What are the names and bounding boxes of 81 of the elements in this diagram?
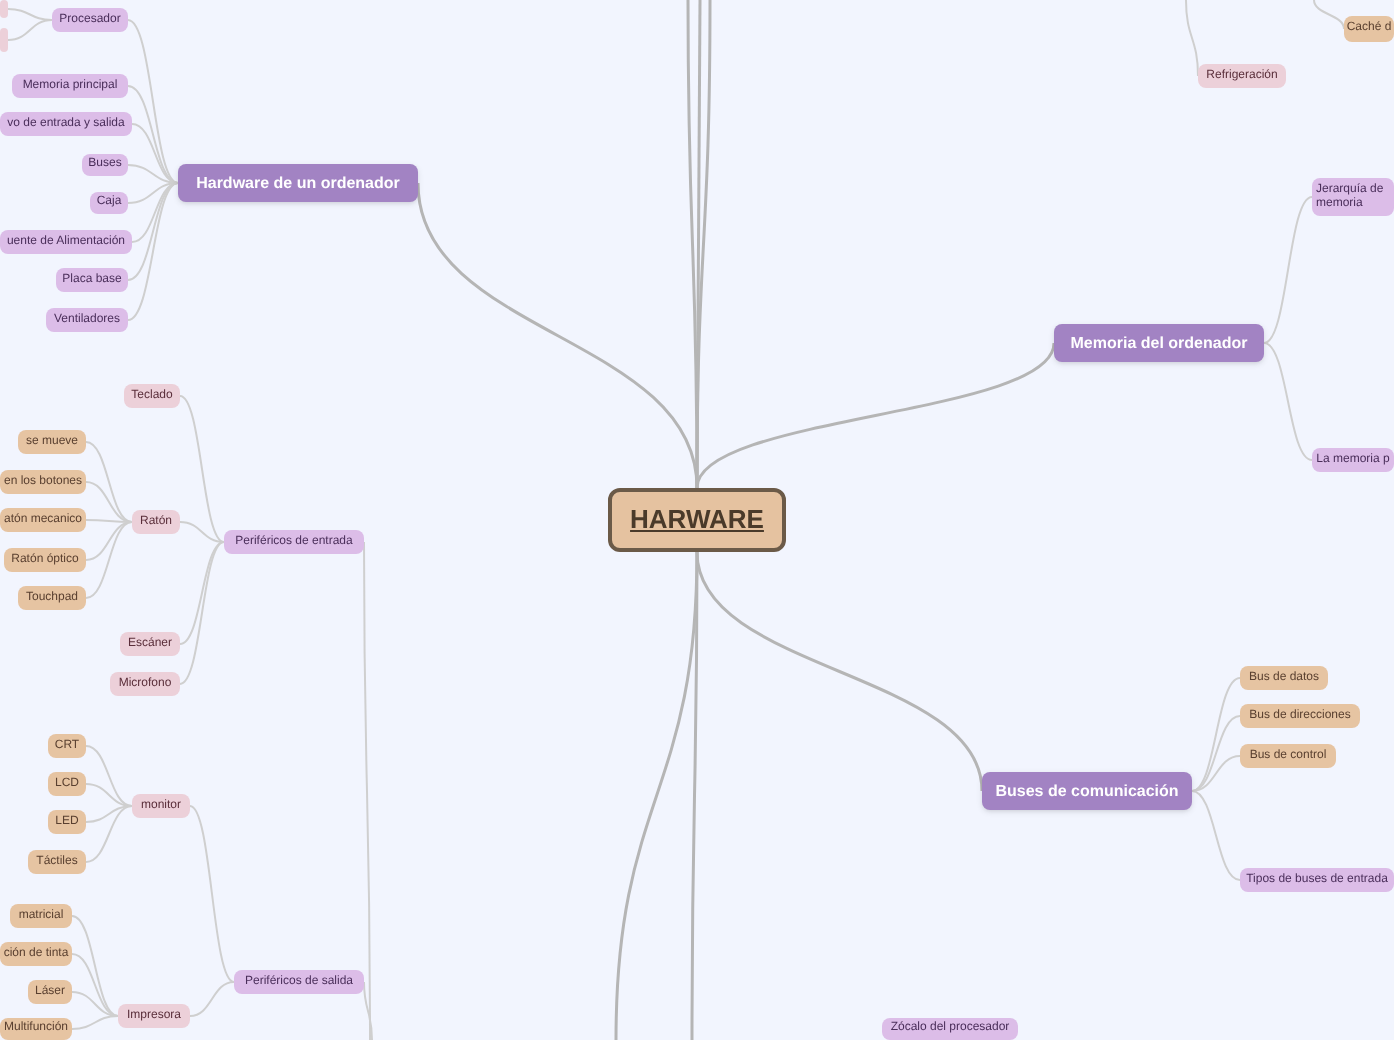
subtopic-box	[1240, 744, 1336, 768]
subtopic-box	[48, 772, 86, 796]
connector-line	[179, 521, 225, 543]
subtopic-box	[1312, 448, 1394, 472]
topic-label: Hardware de un ordenador	[196, 173, 400, 193]
connector-line	[1313, 0, 1345, 30]
connector-line	[7, 19, 53, 41]
topic-label: HARWARE	[630, 505, 764, 535]
subtopic-box	[1240, 704, 1360, 728]
subtopic-box	[10, 904, 72, 928]
connector-line	[179, 541, 225, 645]
subtopic-box	[1240, 868, 1394, 892]
subtopic-box	[110, 672, 180, 696]
subtopic-box	[12, 74, 128, 98]
subtopic-box	[1312, 178, 1394, 216]
subtopic-box	[132, 510, 180, 534]
subtopic-box	[0, 942, 72, 966]
connector-line	[71, 915, 119, 1017]
connector-line	[1185, 0, 1199, 77]
subtopic-box	[118, 1004, 190, 1028]
subtopic-box	[0, 470, 86, 494]
connector-line	[85, 805, 133, 823]
connector-line	[189, 981, 235, 1017]
connector-line	[695, 0, 712, 488]
subtopic-box	[124, 384, 180, 408]
connector-line	[695, 551, 984, 792]
connector-line	[127, 19, 179, 184]
connector-line	[179, 541, 225, 685]
subtopic-box	[48, 810, 86, 834]
subtopic-box	[1344, 16, 1394, 42]
subtopic-box	[18, 430, 86, 454]
connector-line	[85, 521, 133, 599]
subtopic-box	[234, 970, 364, 994]
subtopic-box	[48, 734, 86, 758]
subtopic-box	[0, 112, 132, 136]
connector-line	[1263, 342, 1313, 461]
connector-line	[363, 981, 373, 1040]
central-topic-box	[608, 488, 786, 552]
subtopic-box	[90, 192, 128, 214]
connector-line	[614, 551, 699, 1040]
connector-line	[179, 395, 225, 543]
subtopic-box	[1198, 64, 1286, 88]
main-topic-box	[982, 772, 1192, 810]
connector-line	[7, 8, 53, 21]
topic-box	[0, 28, 8, 52]
connector-line	[85, 745, 133, 807]
subtopic-box	[4, 548, 86, 572]
connector-line	[85, 481, 133, 523]
connector-line	[1191, 677, 1241, 792]
main-topic-box	[1054, 324, 1264, 362]
connector-line	[71, 991, 119, 1017]
subtopic-box	[18, 586, 86, 610]
subtopic-box	[52, 8, 128, 32]
connector-line	[1191, 755, 1241, 792]
connector-line	[1191, 715, 1241, 792]
connector-line	[127, 85, 179, 184]
subtopic-box	[120, 632, 180, 656]
subtopic-box	[882, 1018, 1018, 1040]
connector-line	[1263, 196, 1313, 344]
subtopic-box	[46, 308, 128, 332]
main-topic-box	[178, 164, 418, 202]
connector-line	[127, 182, 179, 321]
connector-line	[189, 805, 235, 983]
connector-line	[85, 441, 133, 523]
connector-line	[1191, 790, 1241, 881]
subtopic-box	[82, 154, 128, 176]
connector-line	[695, 0, 702, 488]
connector-line	[85, 805, 133, 863]
subtopic-box	[56, 268, 128, 292]
connector-line	[695, 342, 1056, 489]
topic-label: Memoria del ordenador	[1070, 333, 1248, 353]
subtopic-box	[28, 980, 72, 1004]
subtopic-box	[224, 530, 364, 554]
connector-line	[71, 1015, 119, 1030]
subtopic-box	[132, 794, 190, 818]
subtopic-box	[0, 230, 132, 254]
topic-label: Buses de comunicación	[995, 781, 1179, 801]
subtopic-box	[1240, 666, 1328, 690]
subtopic-box	[28, 850, 86, 874]
topic-box	[0, 0, 8, 18]
subtopic-box	[0, 508, 86, 532]
